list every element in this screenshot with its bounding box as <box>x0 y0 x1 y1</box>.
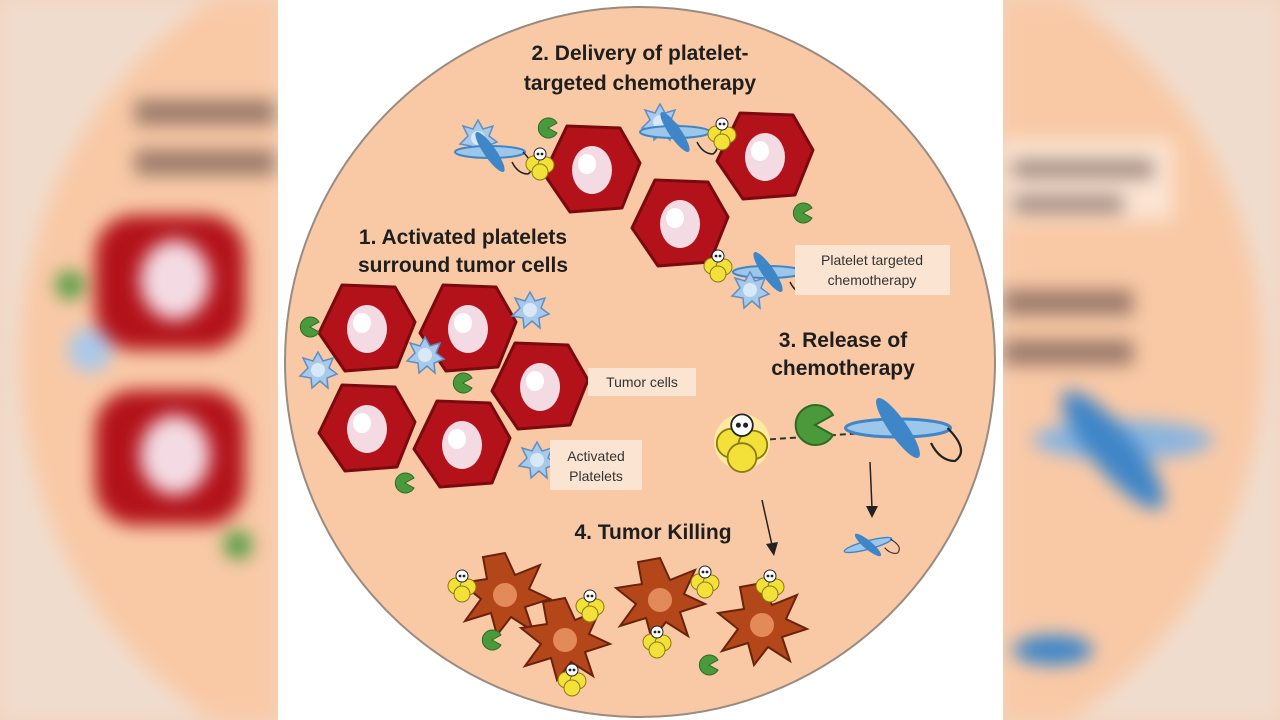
ptc-label-box <box>795 245 950 295</box>
step2-title-line1: 2. Delivery of platelet- <box>531 42 748 65</box>
step2-title-line2: targeted chemotherapy <box>524 72 757 95</box>
tumor-cells-label-box <box>588 368 696 396</box>
step4-title: 4. Tumor Killing <box>574 521 731 544</box>
step1-title-line1: 1. Activated platelets <box>359 226 567 249</box>
arrow-line <box>761 499 773 546</box>
blurred-background-left <box>0 0 278 720</box>
ptc-label-line2: chemotherapy <box>828 272 917 288</box>
tumor-cells-label: Tumor cells <box>606 374 678 390</box>
arrow-head <box>866 506 878 518</box>
activated-platelets-label-box <box>550 440 642 490</box>
blurred-background-right <box>1003 0 1280 720</box>
step3-title-line1: 3. Release of <box>779 329 908 352</box>
step1-title-line2: surround tumor cells <box>358 254 568 277</box>
activated-platelets-label-line2: Platelets <box>569 468 623 484</box>
background-circle <box>284 6 996 718</box>
activated-platelets-label-line1: Activated <box>567 448 625 464</box>
step3-title-line2: chemotherapy <box>771 357 915 380</box>
arrow-line <box>869 461 873 509</box>
ptc-label-line1: Platelet targeted <box>821 252 923 268</box>
arrow-head <box>766 542 778 556</box>
